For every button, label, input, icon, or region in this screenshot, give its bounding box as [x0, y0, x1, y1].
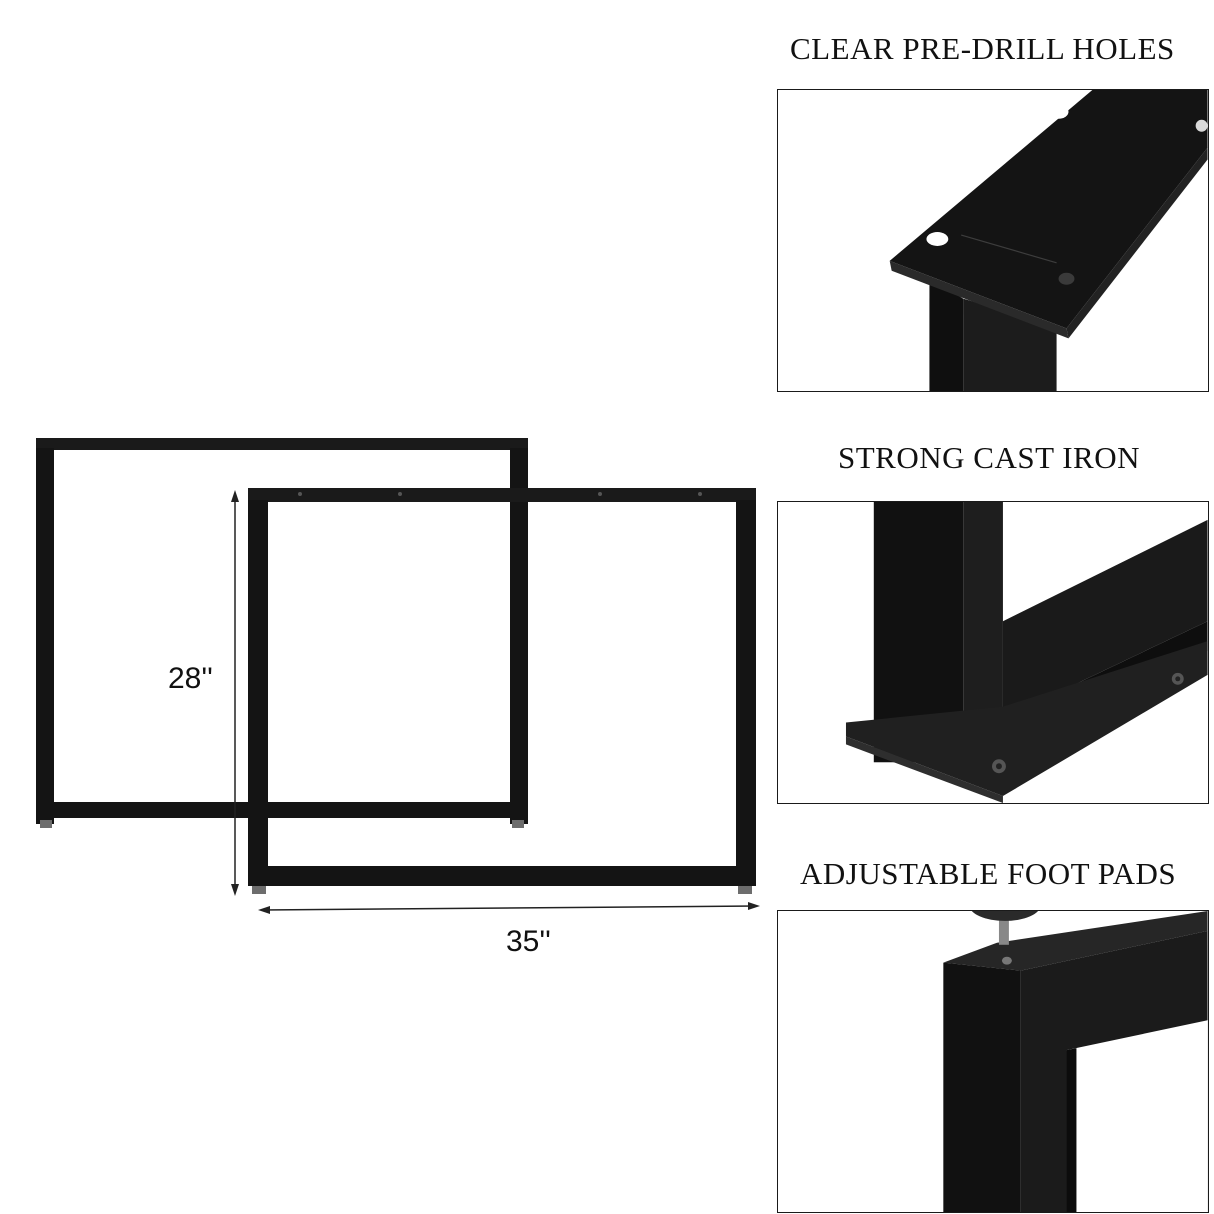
height-dimension-label: 28'' — [168, 662, 213, 695]
detail-caption-adjustable-foot-pads: ADJUSTABLE FOOT PADS — [800, 856, 1177, 891]
detail-caption-pre-drill-holes: CLEAR PRE-DRILL HOLES — [790, 31, 1175, 66]
detail-caption-strong-cast-iron: STRONG CAST IRON — [838, 440, 1140, 475]
detail-image-adjustable-foot-pads — [777, 910, 1209, 1213]
width-dimension-line — [258, 902, 760, 914]
table-leg-frames-illustration — [36, 438, 760, 914]
foot-pad-icon — [943, 911, 1208, 1212]
detail-image-strong-cast-iron — [777, 501, 1209, 804]
back-leg-frame — [36, 438, 528, 828]
front-leg-frame — [248, 488, 756, 894]
top-plate-holes-icon — [889, 90, 1208, 391]
width-dimension-label: 35'' — [506, 925, 551, 958]
detail-image-pre-drill-holes — [777, 89, 1209, 392]
cast-iron-joint-icon — [845, 502, 1208, 803]
height-dimension-line — [231, 490, 239, 896]
